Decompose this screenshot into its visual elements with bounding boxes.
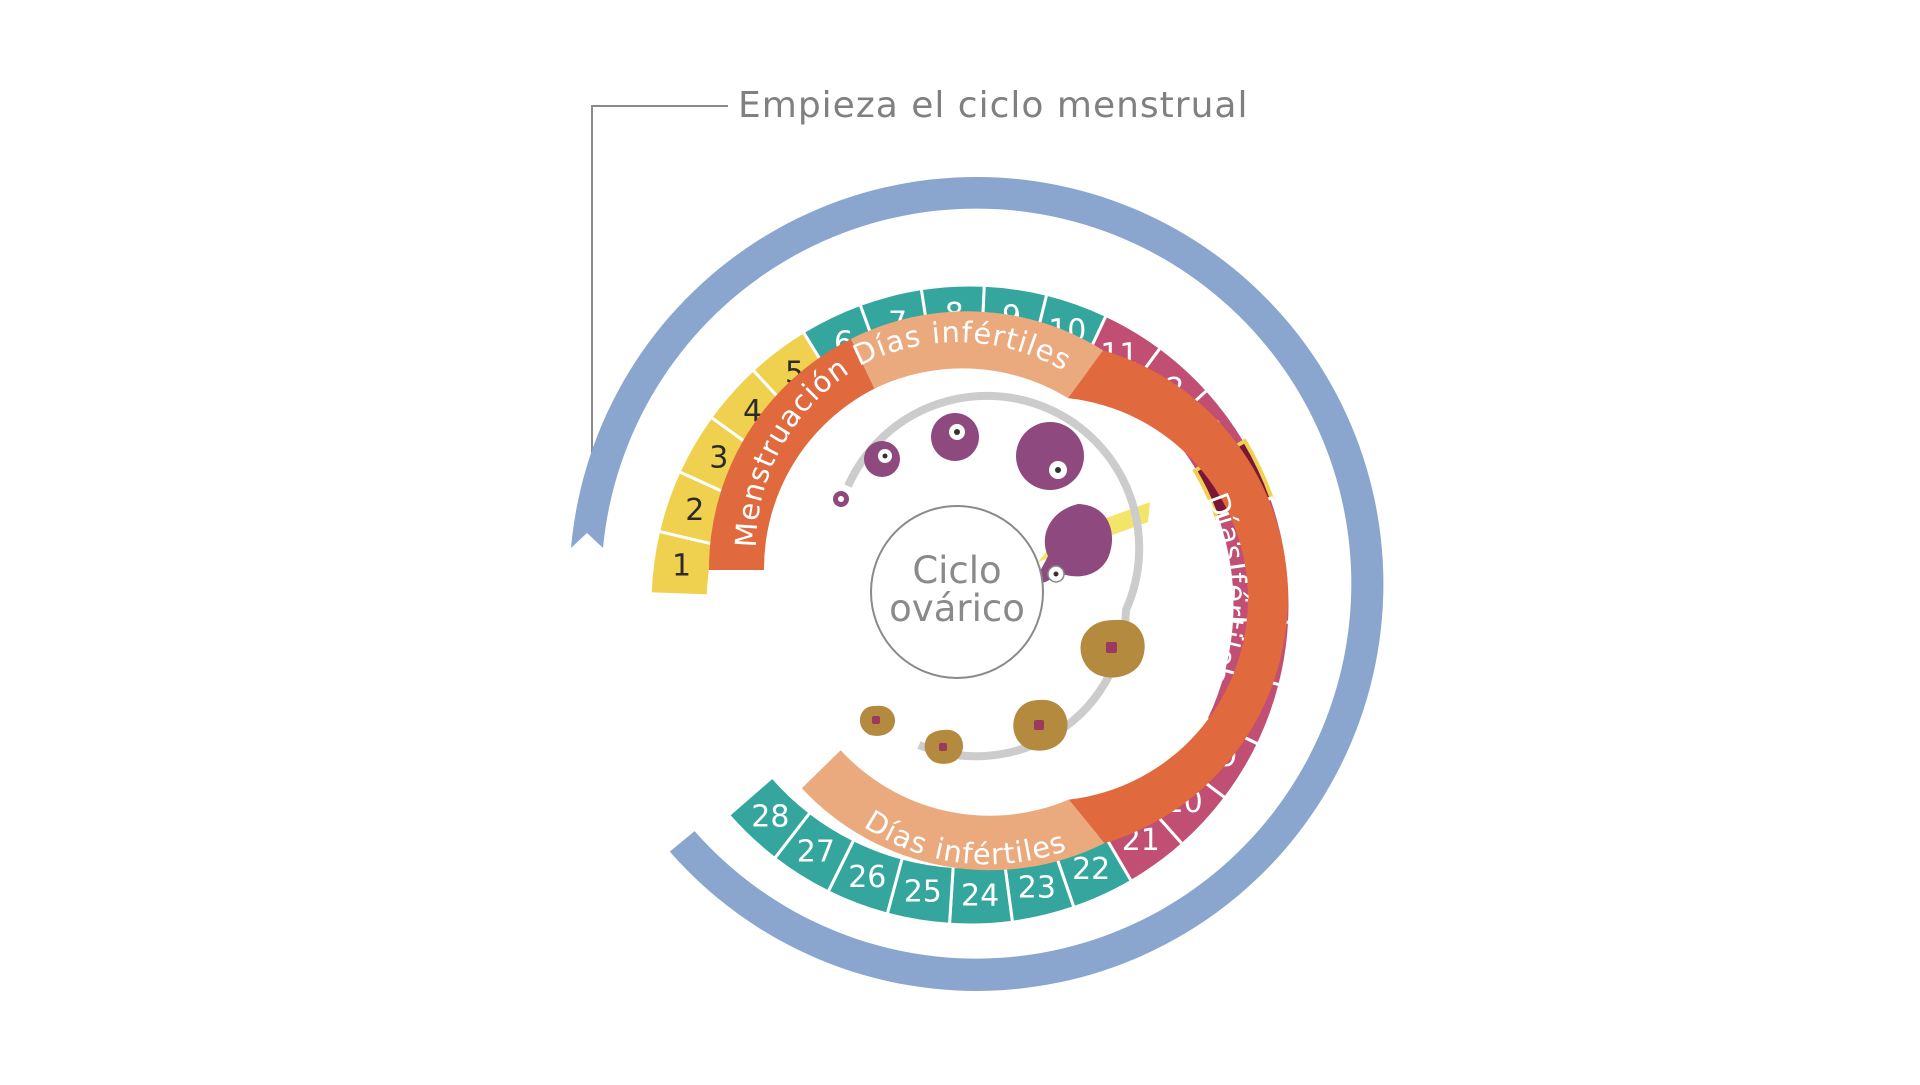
- start-label: Empieza el ciclo menstrual: [738, 85, 1248, 126]
- day-tile-28: [726, 774, 813, 861]
- day-number-1: 1: [672, 549, 691, 584]
- ovarian-cycle-illustration: [833, 391, 1150, 764]
- day-number-25: 25: [904, 875, 942, 910]
- corpus-luteum-small-icon: [924, 729, 964, 764]
- day-number-26: 26: [848, 860, 886, 895]
- center-label-line2: ovárico: [889, 587, 1025, 630]
- day-number-23: 23: [1018, 871, 1056, 906]
- center-label: Ciclo ovárico: [870, 505, 1044, 679]
- corpus-luteum-large-icon: [1080, 619, 1145, 678]
- center-circle: [870, 505, 1044, 679]
- phase-band-infertiles-top: [850, 311, 1104, 399]
- center-label-line1: Ciclo: [912, 549, 1001, 592]
- corpus-luteum-medium-icon: [1013, 699, 1068, 751]
- phase-band-menstruacion: [708, 339, 875, 570]
- day-number-27: 27: [797, 834, 835, 869]
- corpus-albicans-icon: [859, 705, 896, 736]
- mature-follicle-icon: [1016, 422, 1084, 490]
- phase-band-fertiles: [1068, 350, 1288, 844]
- day-number-3: 3: [709, 441, 728, 476]
- phase-band-infertiles-bottom: [801, 750, 1105, 871]
- day-number-22: 22: [1072, 852, 1110, 887]
- day-number-28: 28: [751, 799, 789, 834]
- small-follicle-icon: [864, 441, 900, 477]
- growing-follicle-icon: [931, 413, 979, 461]
- start-connector: Empieza el ciclo menstrual: [584, 85, 1248, 525]
- ovulating-follicle-icon: [1034, 504, 1113, 583]
- day-number-24: 24: [961, 878, 999, 913]
- primordial-follicle-icon: [833, 491, 849, 507]
- day-number-2: 2: [685, 493, 704, 528]
